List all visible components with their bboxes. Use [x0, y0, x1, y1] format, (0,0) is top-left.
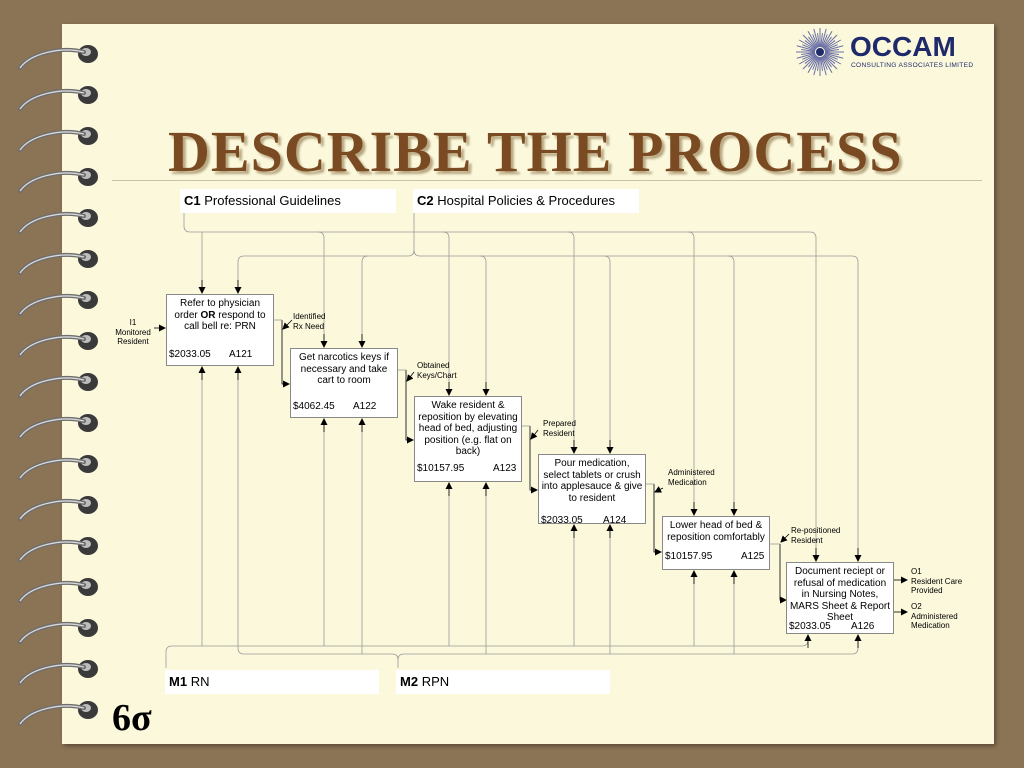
spiral-binding: [18, 45, 98, 726]
control-c2: C2 Hospital Policies & Procedures: [413, 189, 639, 213]
spiral-ring-icon: [18, 45, 98, 70]
activity-a123-text: Wake resident & reposition by elevating …: [418, 400, 518, 457]
spiral-ring-icon: [18, 455, 98, 480]
activity-a126-text: Document reciept or refusal of medicatio…: [789, 566, 891, 623]
mechanism-m2-bus: [397, 636, 859, 668]
spiral-ring-icon: [18, 209, 98, 234]
spiral-ring-icon: [18, 86, 98, 111]
mechanism-m1-bus: [165, 636, 809, 668]
mechanism-m2-id: M2: [400, 674, 419, 689]
occam-logo-icon: [796, 28, 844, 76]
mechanism-m1-label: RN: [190, 674, 210, 689]
activity-a126-cost: $2033.05: [789, 621, 831, 632]
activity-a123-code: A123: [493, 463, 517, 474]
c1-to-a125: [687, 231, 695, 514]
m2-left-bus: [237, 368, 399, 661]
c2-to-a123: [479, 255, 487, 394]
spiral-ring-icon: [18, 168, 98, 193]
activity-a125-text: Lower head of bed & reposition comfortab…: [667, 520, 765, 543]
spiral-ring-icon: [18, 373, 98, 398]
mechanism-m2: M2 RPN: [396, 670, 610, 694]
c2-to-a122: [361, 255, 369, 346]
spiral-ring-icon: [18, 619, 98, 644]
c2-to-a125: [727, 255, 735, 514]
activity-a125-cost: $10157.95: [665, 551, 713, 562]
control-c2-label: Hospital Policies & Procedures: [437, 193, 615, 208]
activity-a121-cost: $2033.05: [169, 349, 211, 360]
logo-subtitle: CONSULTING ASSOCIATES LIMITED: [851, 62, 974, 69]
spiral-ring-icon: [18, 578, 98, 603]
output-o1-label: Resident Care Provided: [911, 576, 963, 596]
activity-a123-cost: $10157.95: [417, 463, 465, 474]
logo-name: OCCAM: [850, 31, 956, 62]
activity-a123: Wake resident & reposition by elevating …: [414, 396, 522, 482]
output-o2-id: O2: [911, 602, 922, 611]
control-c1: C1 Professional Guidelines: [180, 189, 396, 213]
c1-to-a123: [442, 231, 450, 394]
spiral-ring-icon: [18, 701, 98, 726]
c1-to-a124: [567, 231, 575, 452]
activity-a126-code: A126: [851, 621, 875, 632]
control-c2-id: C2: [417, 193, 434, 208]
input-i1: I1 Monitored Resident: [112, 318, 154, 347]
spiral-ring-icon: [18, 250, 98, 275]
input-i1-label: Monitored Resident: [115, 327, 151, 347]
output-o1: O1 Resident Care Provided: [911, 567, 971, 596]
spiral-ring-icon: [18, 332, 98, 357]
activity-a124-text: Pour medication, select tablets or crush…: [541, 458, 643, 504]
page-title: DESCRIBE THE PROCESS: [168, 119, 903, 184]
activity-a124-code: A124: [603, 515, 627, 526]
control-c1-id: C1: [184, 193, 201, 208]
page-number: 6σ: [112, 697, 152, 739]
spiral-ring-icon: [18, 537, 98, 562]
spiral-ring-icon: [18, 660, 98, 685]
flow-label-prepared-resident: Prepared Resident: [543, 419, 576, 438]
spiral-ring-icon: [18, 496, 98, 521]
activity-a122: Get narcotics keys if necessary and take…: [290, 348, 398, 418]
mechanism-m2-label: RPN: [421, 674, 450, 689]
activity-a125-code: A125: [741, 551, 765, 562]
control-c1-bus: [183, 212, 817, 560]
activity-a122-text: Get narcotics keys if necessary and take…: [298, 352, 390, 386]
activity-a125: Lower head of bed & reposition comfortab…: [662, 516, 770, 570]
activity-a121-code: A121: [229, 349, 253, 360]
spiral-ring-icon: [18, 414, 98, 439]
activity-a126: Document reciept or refusal of medicatio…: [786, 562, 894, 634]
output-o2: O2 Administered Medication: [911, 602, 971, 631]
spiral-ring-icon: [18, 291, 98, 316]
mechanism-m1: M1 RN: [165, 670, 379, 694]
spiral-ring-icon: [18, 127, 98, 152]
flow-label-administered-medication: Administered Medication: [668, 468, 715, 487]
c1-to-a122: [317, 231, 325, 346]
activity-a122-cost: $4062.45: [293, 401, 335, 412]
title-divider: [112, 180, 982, 181]
activity-a124-cost: $2033.05: [541, 515, 583, 526]
flow-label-identified-rx-need: Identified Rx Need: [293, 312, 326, 331]
flow-label-repositioned-resident: Re-positioned Resident: [791, 526, 841, 545]
control-c2-bus: [237, 212, 415, 292]
activity-a124: Pour medication, select tablets or crush…: [538, 454, 646, 526]
c2-right-bus: [413, 249, 859, 560]
activity-a121: Refer to physician order OR respond to c…: [166, 294, 274, 366]
mechanism-m1-id: M1: [169, 674, 188, 689]
c2-to-a124: [603, 255, 611, 452]
input-i1-id: I1: [129, 318, 137, 327]
output-o1-id: O1: [911, 567, 922, 576]
control-c1-label: Professional Guidelines: [204, 193, 341, 208]
output-o2-label: Administered Medication: [911, 611, 958, 631]
activity-a122-code: A122: [353, 401, 377, 412]
flow-label-obtained-keys: Obtained Keys/Chart: [417, 361, 457, 380]
activity-a121-text: Refer to physician order OR respond to c…: [174, 298, 266, 332]
